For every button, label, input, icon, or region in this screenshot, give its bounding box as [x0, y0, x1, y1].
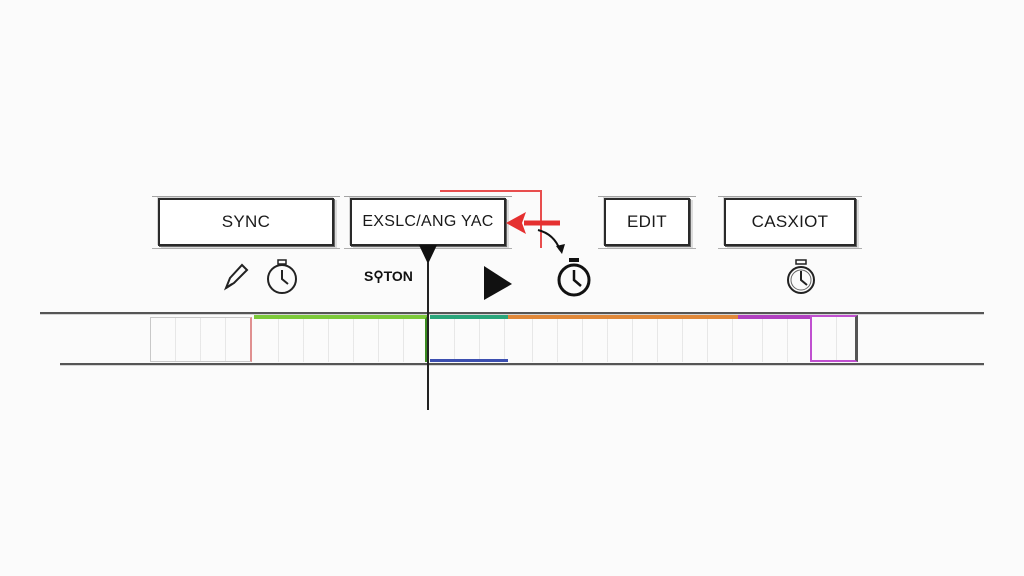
edit-button[interactable]: EDIT: [598, 196, 696, 249]
playhead-handle-icon[interactable]: [418, 244, 438, 266]
play-icon[interactable]: [482, 264, 514, 302]
timeline-segment-teal-blue[interactable]: [430, 315, 508, 362]
curved-arrow-icon: [537, 229, 565, 254]
sync-button[interactable]: SYNC: [152, 196, 340, 249]
stopwatch-icon[interactable]: [784, 258, 818, 296]
stopwatch-icon[interactable]: [264, 258, 300, 296]
timeline-segment-gray[interactable]: [150, 317, 252, 362]
timeline-bottom-border: [60, 363, 984, 365]
timeline-segment-purple-selected[interactable]: [810, 315, 858, 362]
edit-button-label: EDIT: [627, 212, 667, 231]
arrow-left-icon: [506, 212, 560, 234]
exslc-button[interactable]: EXSLC/ANG YAC: [344, 196, 512, 249]
timeline-top-border: [40, 312, 984, 314]
playhead-line[interactable]: [427, 262, 429, 410]
red-highlight-box: [440, 190, 542, 248]
timeline-segment-green[interactable]: [254, 315, 428, 362]
timeline-segment-purple[interactable]: [738, 315, 810, 362]
timeline-segment-orange[interactable]: [508, 315, 738, 362]
exslc-button-label: EXSLC/ANG YAC: [362, 213, 494, 230]
sync-button-label: SYNC: [221, 212, 271, 231]
casxiot-button-label: CASXIOT: [751, 212, 829, 231]
stopwatch-icon[interactable]: [554, 256, 594, 298]
casxiot-button[interactable]: CASXIOT: [718, 196, 862, 249]
pencil-icon[interactable]: [222, 262, 250, 292]
playhead-label: S⚲TON: [364, 268, 413, 284]
